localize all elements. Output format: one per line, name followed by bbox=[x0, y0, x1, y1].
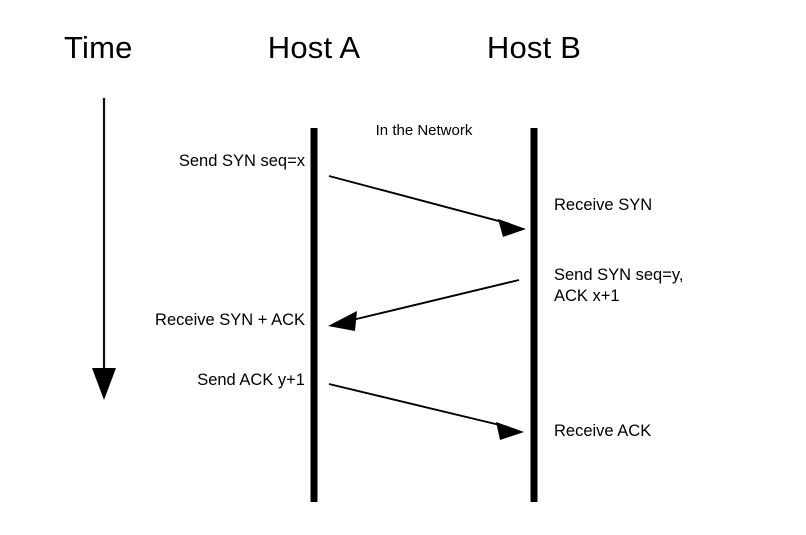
time-axis-title: Time bbox=[64, 30, 133, 65]
message-arrow-syn-line bbox=[328, 175, 511, 225]
participant-title-host-a: Host A bbox=[267, 30, 361, 65]
message-label-send-ack: Send ACK y+1 bbox=[197, 371, 305, 389]
participant-title-host-b: Host B bbox=[486, 30, 582, 65]
message-arrow-ack-line bbox=[328, 383, 509, 428]
network-region-label: In the Network bbox=[375, 122, 473, 139]
time-axis-arrow bbox=[92, 98, 116, 400]
message-arrow-syn bbox=[328, 175, 526, 237]
message-label-receive-syn: Receive SYN bbox=[554, 196, 653, 214]
message-label-receive-syn-ack: Receive SYN + ACK bbox=[155, 311, 305, 329]
message-arrow-ack-arrowhead-icon bbox=[496, 422, 524, 440]
message-arrow-syn-ack-line bbox=[347, 279, 520, 322]
message-arrow-syn-ack bbox=[328, 279, 520, 331]
message-label-receive-ack: Receive ACK bbox=[554, 422, 652, 440]
message-arrow-syn-arrowhead-icon bbox=[498, 219, 526, 237]
message-arrow-ack bbox=[328, 383, 524, 440]
message-label-send-syn-ack-line2: ACK x+1 bbox=[554, 287, 620, 305]
message-label-send-syn: Send SYN seq=x bbox=[178, 152, 305, 170]
message-label-send-syn-ack-line1: Send SYN seq=y, bbox=[554, 266, 684, 284]
message-arrow-syn-ack-arrowhead-icon bbox=[328, 311, 357, 331]
time-axis-arrowhead-icon bbox=[92, 368, 116, 400]
